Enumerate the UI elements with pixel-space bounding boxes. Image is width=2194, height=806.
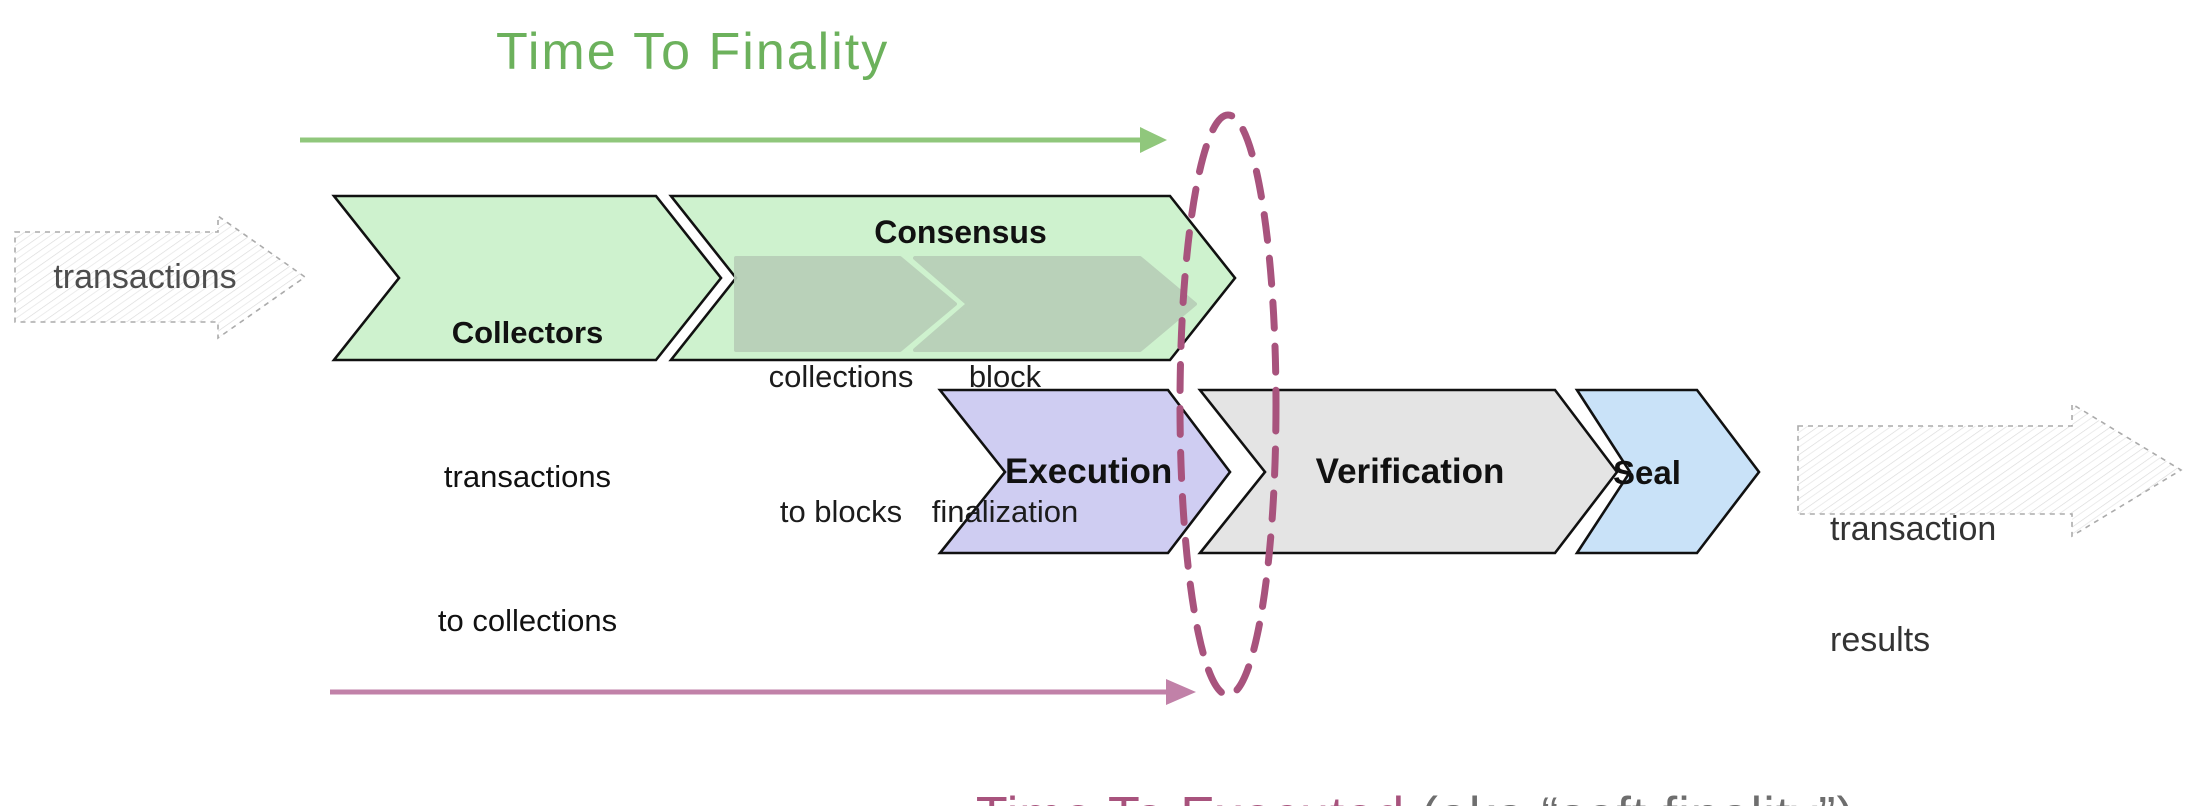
block-finalization-label: block finalization	[900, 264, 1110, 624]
output-line1: transaction	[1830, 510, 1997, 548]
time-to-executed-title: Time To Executed (aka “soft finality”)	[915, 726, 1855, 806]
collectors-title: Collectors	[451, 315, 604, 350]
verification-chevron	[1197, 388, 1619, 555]
transaction-results-output-arrow-shape	[1797, 402, 2183, 538]
seal-chevron	[1574, 388, 1761, 555]
output-line2: results	[1830, 621, 1931, 659]
transactions-input-label: transactions	[53, 258, 237, 296]
finality-timeline-arrowhead	[1140, 127, 1167, 153]
collections-to-blocks-subchevron	[734, 256, 957, 352]
execution-stage-label: Execution	[1005, 452, 1173, 491]
consensus-title: Consensus	[874, 214, 1047, 250]
transactions-input-arrow-shape	[14, 214, 307, 340]
executed-timeline-arrowhead	[1166, 679, 1196, 705]
collectors-chevron	[331, 194, 723, 362]
collectors-stage-label: Collectors transactions to collections	[399, 213, 656, 741]
execution-chevron	[937, 388, 1232, 555]
time-to-finality-title: Time To Finality	[496, 23, 890, 81]
collections-to-blocks-label: collections to blocks	[746, 264, 936, 624]
sub1-line1: collections	[768, 359, 914, 394]
soft-finality-suffix: (aka “soft finality”)	[1405, 787, 1855, 806]
sub2-line2: finalization	[931, 494, 1079, 529]
verification-stage-label: Verification	[1315, 452, 1505, 491]
collectors-line2: to collections	[437, 603, 618, 638]
executed-boundary-ellipse	[1176, 111, 1280, 699]
block-finalization-subchevron	[913, 256, 1197, 352]
collectors-line1: transactions	[443, 459, 612, 494]
transaction-results-output-label: transaction results	[1830, 437, 2090, 733]
seal-stage-label: Seal	[1613, 454, 1681, 491]
sub1-line2: to blocks	[779, 494, 903, 529]
sub2-line1: block	[968, 359, 1042, 394]
time-to-executed-label: Time To Executed	[976, 787, 1405, 806]
